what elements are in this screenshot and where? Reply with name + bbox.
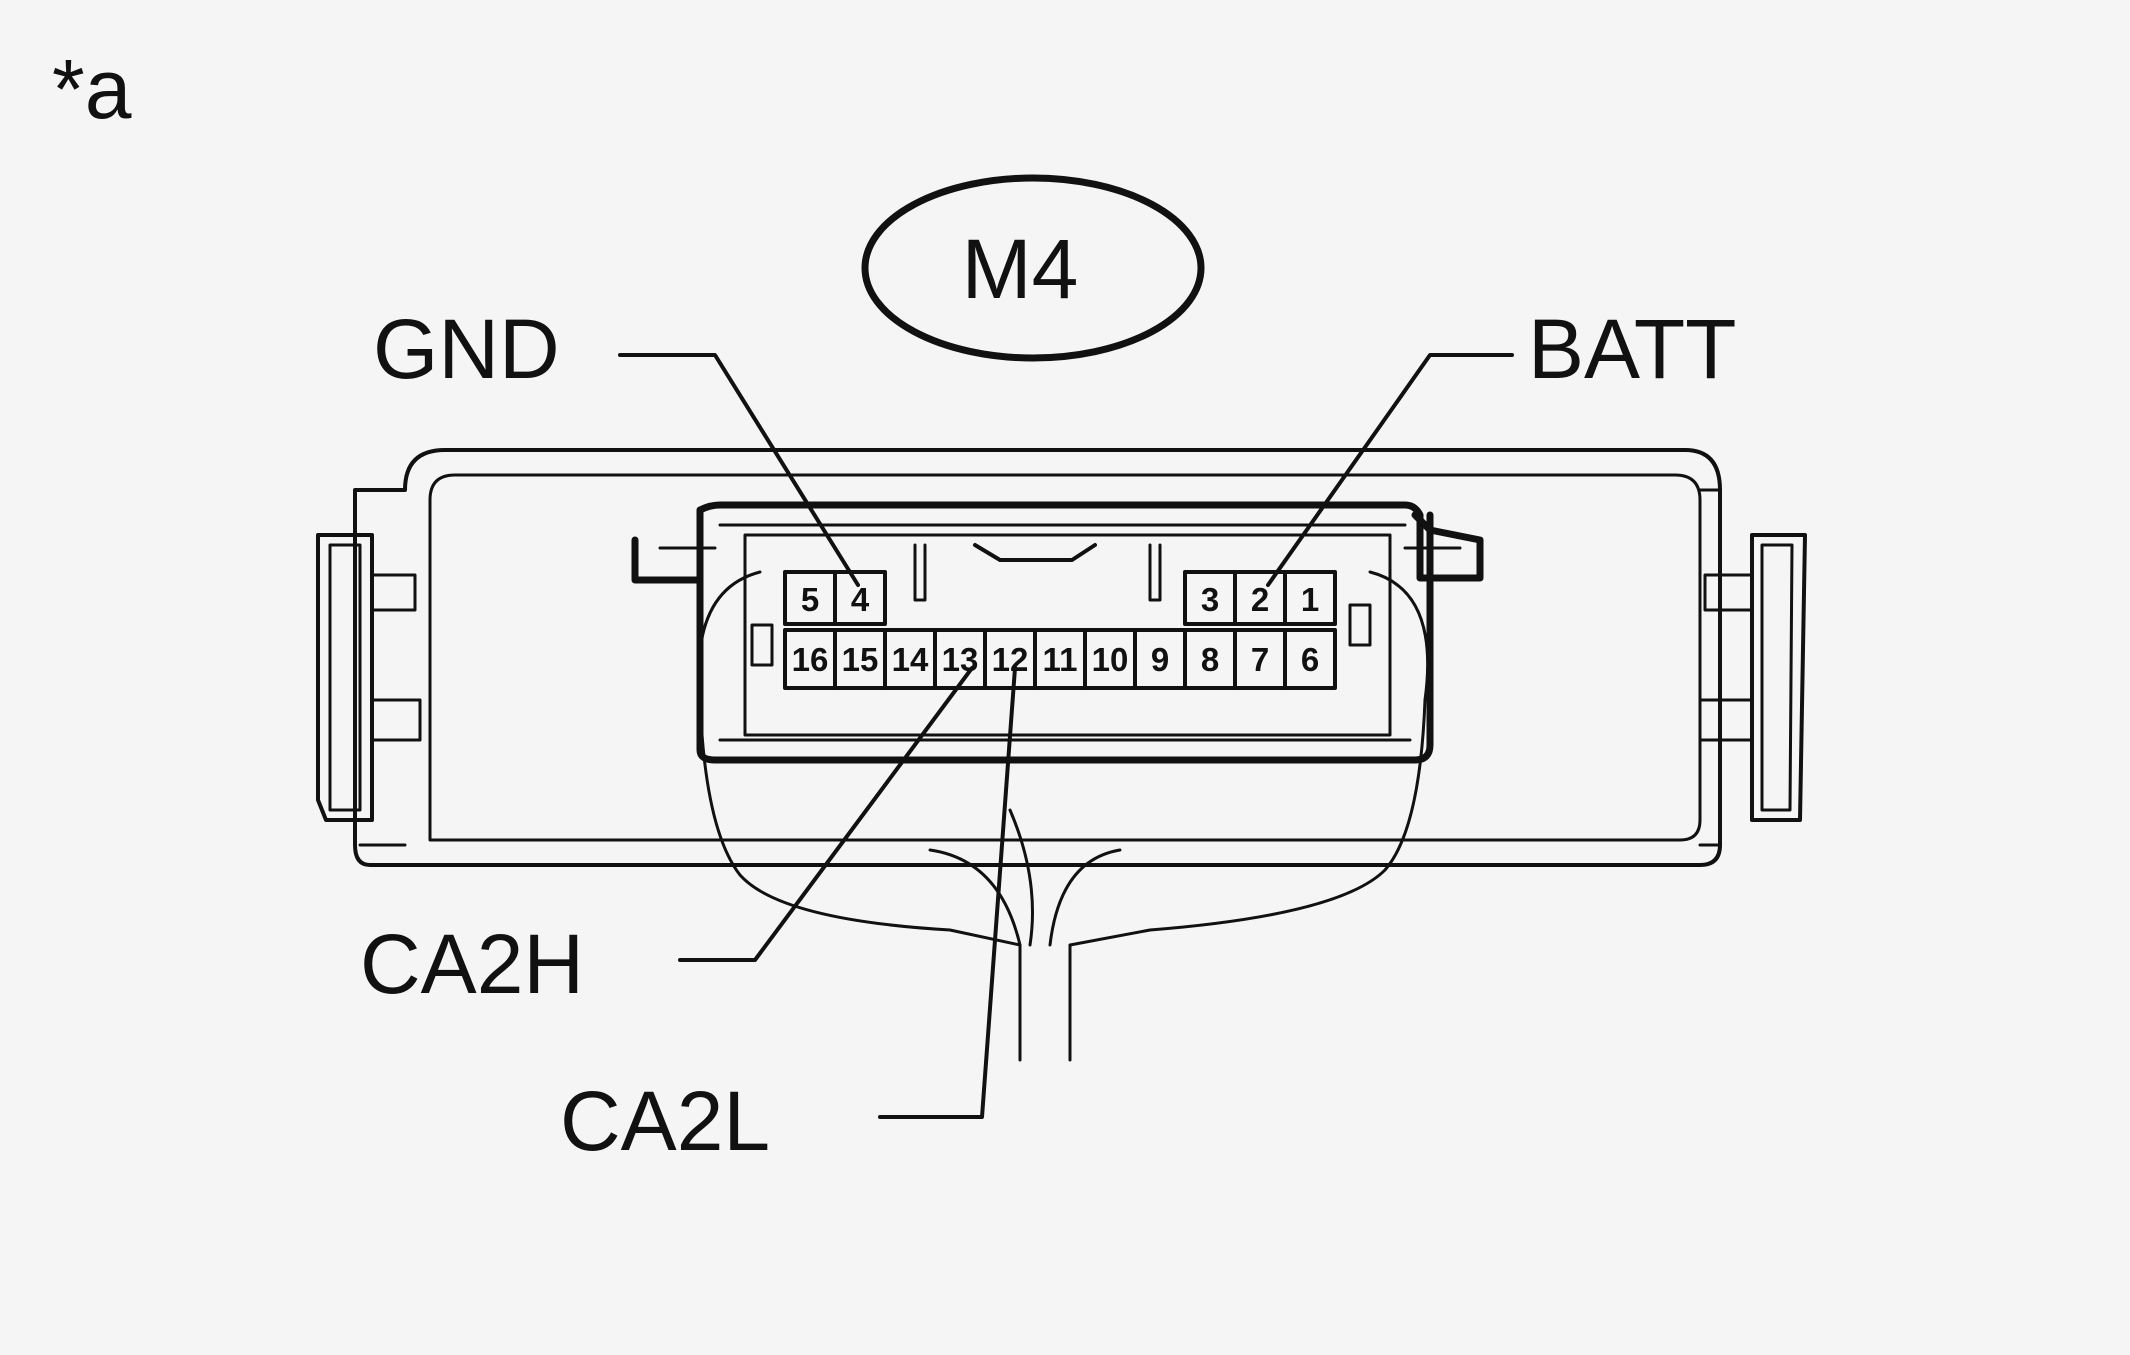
pin-label: 5 — [801, 581, 819, 618]
pin-label: 12 — [992, 641, 1029, 678]
ca2l-leader-line — [878, 666, 1017, 1119]
pin-label: 16 — [792, 641, 829, 678]
ca2l-label: CA2L — [560, 1074, 770, 1168]
pin-label: 10 — [1092, 641, 1129, 678]
pin-label: 9 — [1151, 641, 1169, 678]
connector-housing — [316, 448, 1807, 867]
connector-id-oval — [861, 174, 1205, 362]
gnd-label: GND — [373, 302, 560, 396]
ca2h-label: CA2H — [360, 917, 584, 1011]
pin-label: 2 — [1251, 581, 1269, 618]
pin-label: 1 — [1301, 581, 1319, 618]
ca2h-leader-line — [678, 666, 974, 962]
leader-lines — [618, 353, 1514, 1119]
connector-id-label: M4 — [962, 222, 1079, 316]
pin-cell — [1283, 570, 1337, 626]
pin-row-bottom — [783, 628, 1337, 690]
gnd-leader-line — [618, 353, 860, 587]
pin-label: 6 — [1301, 641, 1319, 678]
batt-leader-line — [1266, 353, 1514, 587]
pin-label: 8 — [1201, 641, 1219, 678]
wire-harness — [697, 570, 1430, 1062]
pin-label: 14 — [892, 641, 929, 678]
note-marker: *a — [52, 42, 132, 136]
pin-label: 4 — [851, 581, 870, 618]
pin-receptacle — [631, 501, 1484, 764]
pin-cell — [833, 570, 887, 626]
pin-grid: 5 4 3 2 1 16 15 14 13 12 11 10 9 8 7 6 — [750, 570, 1372, 690]
pin-label: 3 — [1201, 581, 1219, 618]
pin-label: 11 — [1043, 641, 1078, 678]
pin-label: 7 — [1251, 641, 1269, 678]
connector-id-badge: M4 — [861, 174, 1205, 362]
batt-label: BATT — [1528, 302, 1736, 396]
pin-label: 15 — [842, 641, 879, 678]
pin-label: 13 — [942, 641, 979, 678]
